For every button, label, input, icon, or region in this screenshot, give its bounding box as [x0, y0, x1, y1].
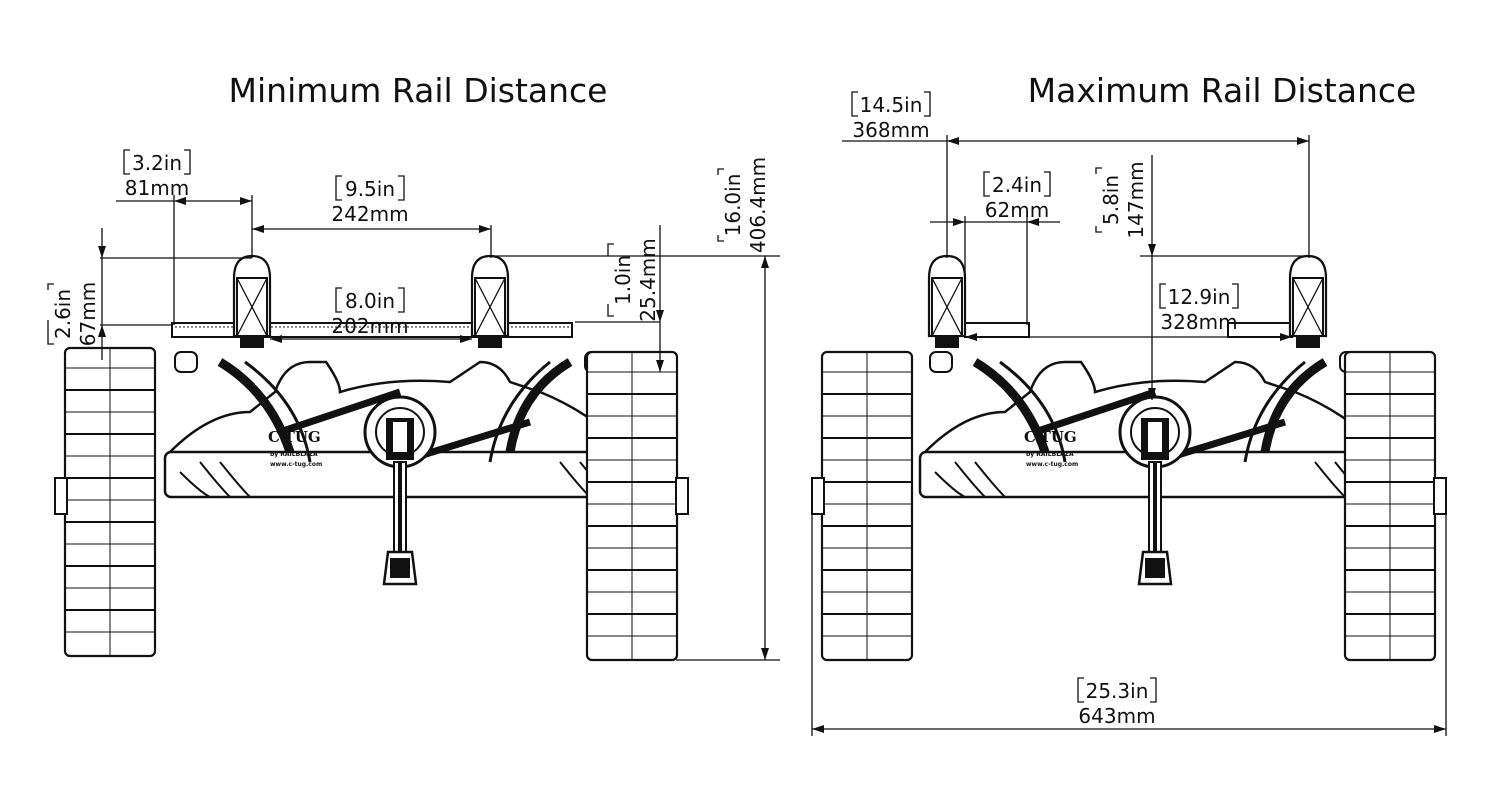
- svg-text:5.8in: 5.8in: [1099, 175, 1123, 225]
- max-brand-website: www.c-tug.com: [1026, 461, 1078, 468]
- min-dim-rail-lift: 1.0in 25.4mm: [575, 225, 664, 372]
- svg-text:14.5in: 14.5in: [860, 93, 923, 117]
- svg-text:242mm: 242mm: [331, 202, 408, 226]
- svg-text:368mm: 368mm: [852, 118, 929, 142]
- svg-text:3.2in: 3.2in: [132, 151, 182, 175]
- min-right-rail-pad: [470, 254, 510, 350]
- min-left-wheel: [63, 346, 157, 658]
- svg-text:9.5in: 9.5in: [345, 177, 395, 201]
- svg-text:8.0in: 8.0in: [345, 289, 395, 313]
- svg-text:643mm: 643mm: [1078, 704, 1155, 728]
- svg-text:62mm: 62mm: [985, 198, 1049, 222]
- max-dim-overall-width: 25.3in 643mm: [811, 500, 1447, 736]
- min-left-rail-pad: [232, 254, 272, 350]
- svg-text:328mm: 328mm: [1160, 310, 1237, 334]
- svg-text:81mm: 81mm: [125, 176, 189, 200]
- min-dim-rail-spacing: 9.5in 242mm: [252, 175, 492, 258]
- max-right-rail-pad: [1288, 254, 1328, 350]
- min-dim-rail-height: 2.6in 67mm: [47, 228, 252, 360]
- max-brand-byline: by RAILBLAZA: [1026, 451, 1074, 458]
- svg-text:16.0in: 16.0in: [721, 174, 745, 237]
- min-dim-inner-spacing: 8.0in 202mm: [270, 287, 472, 343]
- svg-text:406.4mm: 406.4mm: [746, 157, 770, 253]
- max-left-rail-pad: [927, 254, 967, 350]
- max-frame: [920, 352, 1390, 584]
- svg-text:147mm: 147mm: [1124, 161, 1148, 238]
- max-dim-inner-spacing: 12.9in 328mm: [965, 283, 1292, 341]
- max-view-title: Maximum Rail Distance: [1028, 71, 1417, 110]
- min-frame: [165, 352, 635, 584]
- max-dim-rail-spacing: 14.5in 368mm: [842, 91, 1310, 258]
- min-dim-total-height: 16.0in 406.4mm: [491, 157, 780, 661]
- max-left-wheel: [820, 350, 914, 662]
- svg-text:25.4mm: 25.4mm: [636, 238, 660, 322]
- min-brand-logo: C-TUG: [268, 428, 321, 446]
- svg-text:2.4in: 2.4in: [992, 173, 1042, 197]
- svg-text:67mm: 67mm: [76, 282, 100, 346]
- svg-text:202mm: 202mm: [331, 314, 408, 338]
- svg-text:12.9in: 12.9in: [1168, 285, 1231, 309]
- svg-text:2.6in: 2.6in: [51, 289, 75, 339]
- max-brand-logo: C-TUG: [1024, 428, 1077, 446]
- max-dim-rail-offset: 2.4in 62mm: [930, 171, 1060, 325]
- svg-text:25.3in: 25.3in: [1086, 679, 1149, 703]
- min-right-wheel: [585, 350, 679, 662]
- max-right-wheel: [1343, 350, 1437, 662]
- min-dim-rail-offset: 3.2in 81mm: [116, 149, 253, 325]
- min-view-title: Minimum Rail Distance: [229, 71, 608, 110]
- svg-text:1.0in: 1.0in: [611, 255, 635, 305]
- min-brand-byline: by RAILBLAZA: [270, 451, 318, 458]
- min-view: Minimum Rail Distance C-TUG by RAILBLAZA…: [47, 71, 780, 662]
- min-brand-website: www.c-tug.com: [270, 461, 322, 468]
- max-view: Maximum Rail Distance C-TUG by RAILBLAZA…: [811, 71, 1447, 736]
- max-dim-rail-height: 5.8in 147mm: [1095, 155, 1309, 400]
